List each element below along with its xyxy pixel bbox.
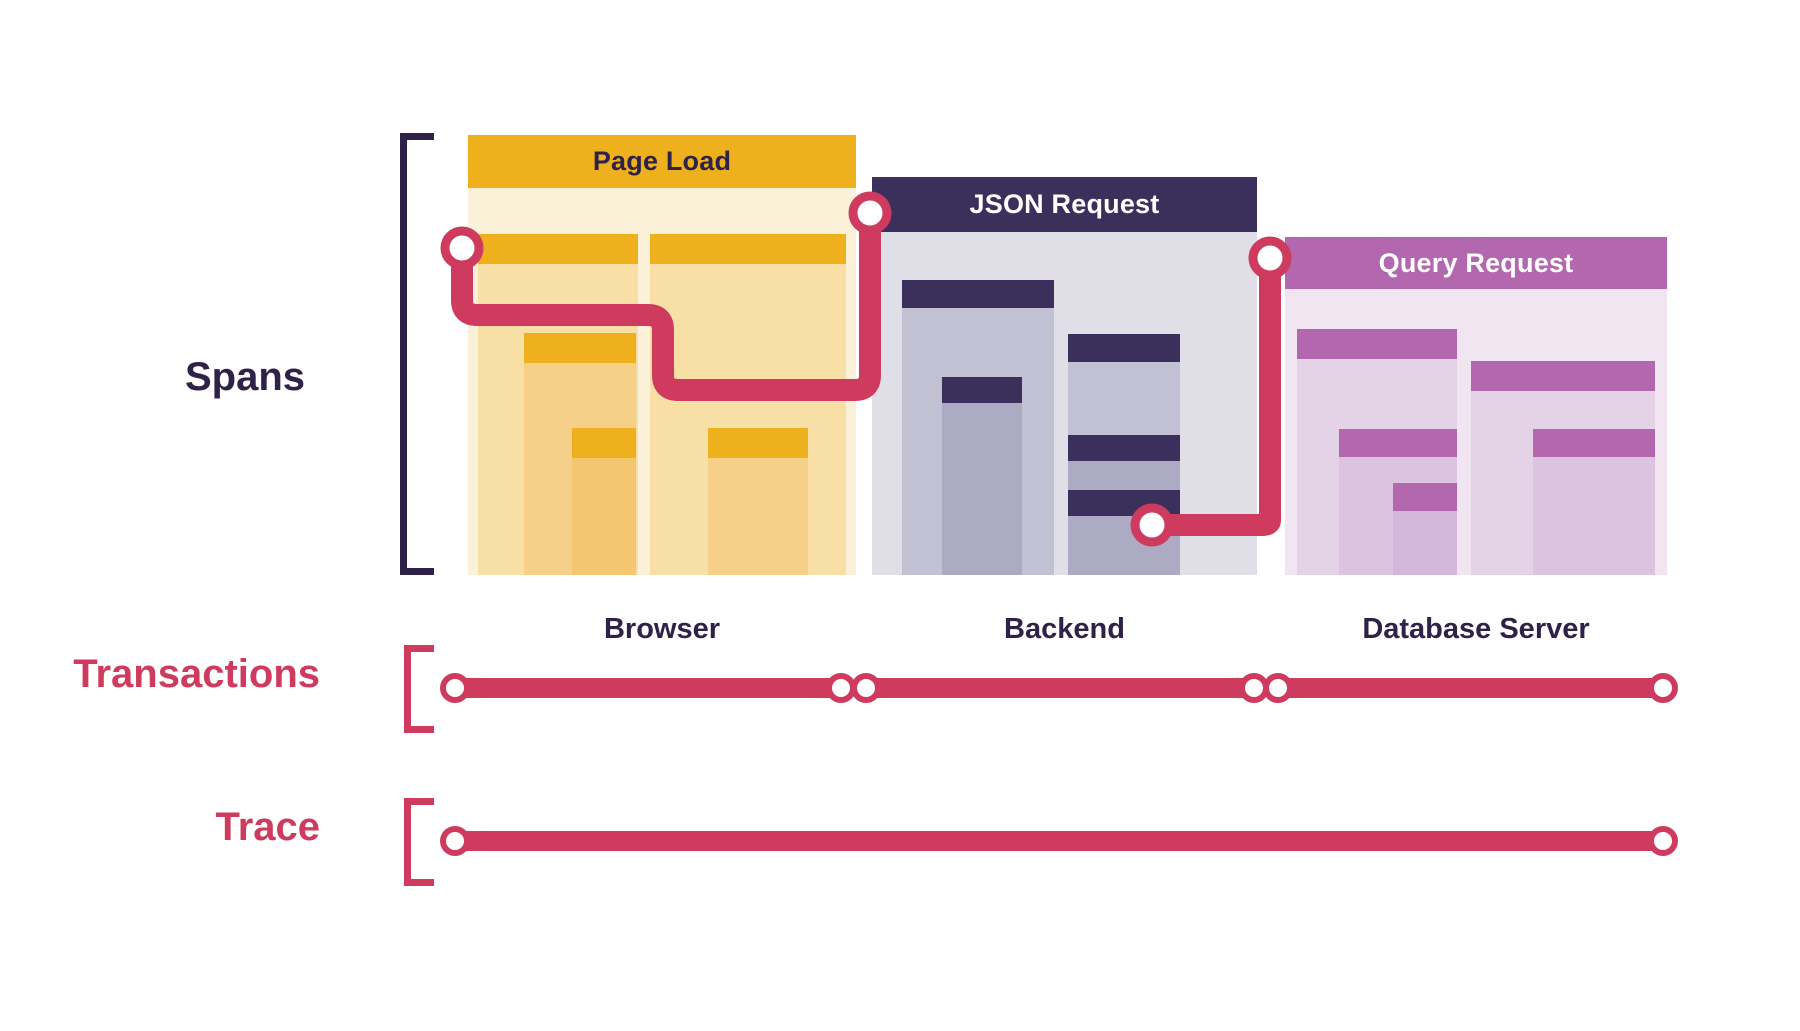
span-block-cap	[708, 428, 808, 458]
span-block-cap	[1533, 429, 1655, 457]
transactions-bracket	[404, 645, 434, 733]
span-block-cap	[650, 234, 846, 264]
span-block-cap	[1068, 490, 1180, 516]
span-block	[708, 428, 808, 575]
backend-transaction	[866, 678, 1254, 698]
column-body	[468, 188, 856, 575]
span-column-backend: JSON Request	[872, 177, 1257, 575]
trace-start-node	[440, 826, 470, 856]
span-block	[572, 428, 636, 575]
span-block	[1533, 429, 1655, 575]
transaction-end-node	[1648, 673, 1678, 703]
span-block-cap	[1068, 435, 1180, 461]
span-block-cap	[478, 234, 638, 264]
browser-transaction	[455, 678, 841, 698]
span-block	[1068, 490, 1180, 575]
bracket-spine	[404, 798, 411, 886]
span-block-cap	[1068, 334, 1180, 362]
span-column-database: Query Request	[1285, 237, 1667, 575]
span-block-cap	[1339, 429, 1457, 457]
column-body	[872, 232, 1257, 575]
trace-bar	[455, 831, 1663, 851]
column-caption-database: Database Server	[1362, 613, 1590, 645]
transaction-start-node	[1263, 673, 1293, 703]
span-block-cap	[942, 377, 1022, 403]
column-caption-browser: Browser	[603, 613, 721, 645]
spans-row-label: Spans	[184, 355, 305, 399]
trace-bracket	[404, 798, 434, 886]
transaction-start-node	[851, 673, 881, 703]
span-block	[942, 377, 1022, 575]
column-header-json-request: JSON Request	[872, 177, 1257, 232]
bracket-spine	[400, 133, 407, 575]
bracket-bottom-arm	[404, 726, 434, 733]
column-body	[1285, 289, 1667, 575]
span-block-cap	[1471, 361, 1655, 391]
span-block-cap	[1393, 483, 1457, 511]
bracket-top-arm	[400, 133, 434, 140]
trace-row-label: Trace	[215, 805, 320, 849]
column-caption-backend: Backend	[1004, 613, 1125, 645]
span-block-cap	[524, 333, 636, 363]
database-transaction	[1278, 678, 1663, 698]
bracket-top-arm	[404, 645, 434, 652]
spans-bracket	[400, 133, 434, 575]
span-block-cap	[902, 280, 1054, 308]
span-column-browser: Page Load	[468, 135, 856, 575]
bracket-bottom-arm	[404, 879, 434, 886]
transactions-row-label: Transactions	[73, 652, 320, 696]
span-block-cap	[1297, 329, 1457, 359]
span-block-body	[942, 377, 1022, 575]
bracket-bottom-arm	[400, 568, 434, 575]
trace-end-node	[1648, 826, 1678, 856]
column-header-page-load: Page Load	[468, 135, 856, 188]
span-block-cap	[572, 428, 636, 458]
column-header-query-request: Query Request	[1285, 237, 1667, 289]
span-block	[1393, 483, 1457, 575]
bracket-top-arm	[404, 798, 434, 805]
transaction-start-node	[440, 673, 470, 703]
bracket-spine	[404, 645, 411, 733]
